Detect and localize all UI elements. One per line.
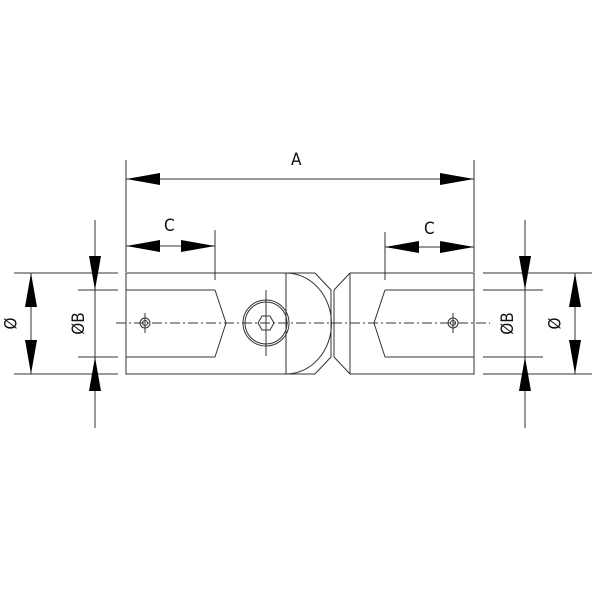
label-overall-length: A: [291, 150, 302, 170]
label-insert-depth-left: C: [164, 216, 175, 236]
label-inner-diameter-left: ØB: [68, 312, 89, 335]
label-outer-diameter-right: Ø: [545, 317, 566, 330]
label-outer-diameter-left: Ø: [1, 317, 22, 330]
label-inner-diameter-right: ØB: [497, 312, 518, 335]
label-insert-depth-right: C: [424, 219, 435, 239]
